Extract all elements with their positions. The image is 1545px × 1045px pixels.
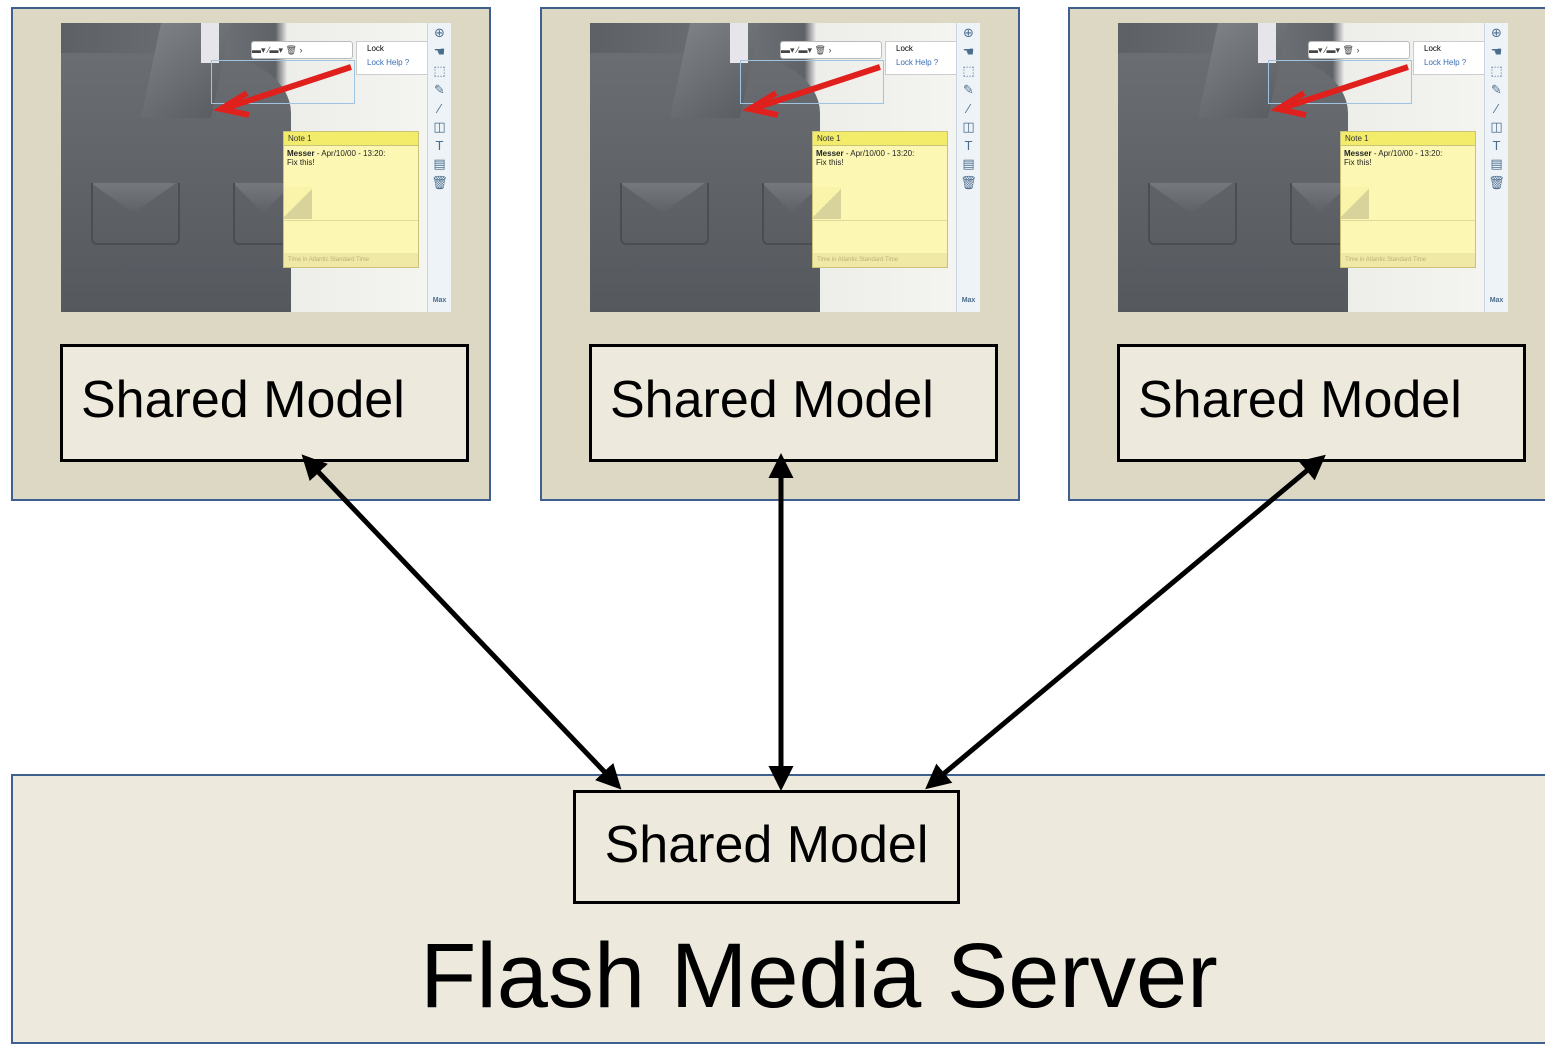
draw-toolbar[interactable]: ▬▾ ⁄▬▾ 🗑 › bbox=[251, 41, 353, 59]
hand-icon[interactable]: ☚ bbox=[962, 44, 975, 59]
client-panel-1: ▬▾ ⁄▬▾ 🗑 › Lock Lock Help ? Note 1 Messe… bbox=[11, 7, 491, 501]
server-panel: Shared Model Flash Media Server bbox=[11, 774, 1545, 1044]
select-icon[interactable]: ⬚ bbox=[433, 63, 446, 78]
zoom-in-icon[interactable]: ⊕ bbox=[434, 25, 445, 40]
zoom-in-icon[interactable]: ⊕ bbox=[1491, 25, 1502, 40]
trash-icon[interactable]: 🗑 bbox=[1488, 175, 1505, 190]
note-title: Note 1 bbox=[1341, 132, 1475, 146]
zoom-in-icon[interactable]: ⊕ bbox=[963, 25, 974, 40]
note-date: - Apr/10/00 - 13:20: bbox=[1373, 149, 1443, 158]
pen-icon[interactable]: ✎ bbox=[963, 82, 974, 97]
whiteboard-screenshot: ▬▾ ⁄▬▾ 🗑 › Lock Lock Help ? Note 1 Messe… bbox=[1118, 23, 1508, 312]
lock-help-item[interactable]: Lock Help ? bbox=[896, 58, 939, 67]
note-icon[interactable]: ▤ bbox=[433, 156, 446, 171]
connector-arrow-3 bbox=[925, 454, 1326, 790]
line-icon[interactable]: ⁄ bbox=[967, 101, 970, 116]
note-author: Messer bbox=[816, 149, 844, 158]
lock-item[interactable]: Lock bbox=[896, 44, 913, 53]
lock-menu[interactable]: Lock Lock Help ? bbox=[885, 41, 957, 75]
note-text: Fix this! bbox=[287, 158, 315, 167]
pen-icon[interactable]: ✎ bbox=[1491, 82, 1502, 97]
note-date: - Apr/10/00 - 13:20: bbox=[316, 149, 386, 158]
server-shared-model: Shared Model bbox=[573, 790, 960, 904]
note-title: Note 1 bbox=[813, 132, 947, 146]
max-button[interactable]: Max bbox=[1489, 297, 1504, 304]
pen-icon[interactable]: ✎ bbox=[434, 82, 445, 97]
lock-item[interactable]: Lock bbox=[367, 44, 384, 53]
select-icon[interactable]: ⬚ bbox=[962, 63, 975, 78]
trash-icon[interactable]: 🗑 bbox=[431, 175, 448, 190]
selection-box bbox=[1268, 60, 1412, 104]
server-title: Flash Media Server bbox=[420, 925, 1218, 1027]
client-panel-3: ▬▾ ⁄▬▾ 🗑 › Lock Lock Help ? Note 1 Messe… bbox=[1068, 7, 1545, 501]
tool-palette: ⊕ ☚ ⬚ ✎ ⁄ ◫ T ▤ 🗑 Max bbox=[1484, 23, 1508, 312]
whiteboard-screenshot: ▬▾ ⁄▬▾ 🗑 › Lock Lock Help ? Note 1 Messe… bbox=[61, 23, 451, 312]
line-icon[interactable]: ⁄ bbox=[438, 101, 441, 116]
note-footer: Time in Atlantic Standard Time bbox=[1341, 253, 1475, 267]
hand-icon[interactable]: ☚ bbox=[433, 44, 446, 59]
tool-palette: ⊕ ☚ ⬚ ✎ ⁄ ◫ T ▤ 🗑 Max bbox=[427, 23, 451, 312]
client-shared-model: Shared Model bbox=[60, 344, 469, 462]
text-icon[interactable]: T bbox=[1492, 138, 1501, 153]
selection-box bbox=[211, 60, 355, 104]
text-icon[interactable]: T bbox=[964, 138, 973, 153]
note-title: Note 1 bbox=[284, 132, 418, 146]
tool-palette: ⊕ ☚ ⬚ ✎ ⁄ ◫ T ▤ 🗑 Max bbox=[956, 23, 980, 312]
sticky-note[interactable]: Note 1 Messer - Apr/10/00 - 13:20: Fix t… bbox=[283, 131, 419, 268]
annotation-arrow bbox=[1270, 64, 1409, 118]
note-footer: Time in Atlantic Standard Time bbox=[284, 253, 418, 267]
selection-box bbox=[740, 60, 884, 104]
note-author: Messer bbox=[287, 149, 315, 158]
sticky-note[interactable]: Note 1 Messer - Apr/10/00 - 13:20: Fix t… bbox=[812, 131, 948, 268]
draw-toolbar[interactable]: ▬▾ ⁄▬▾ 🗑 › bbox=[1308, 41, 1410, 59]
note-text: Fix this! bbox=[816, 158, 844, 167]
max-button[interactable]: Max bbox=[432, 297, 447, 304]
shapes-icon[interactable]: ◫ bbox=[962, 119, 975, 134]
lock-help-item[interactable]: Lock Help ? bbox=[1424, 58, 1467, 67]
note-text: Fix this! bbox=[1344, 158, 1372, 167]
annotation-arrow bbox=[213, 64, 352, 118]
trash-icon[interactable]: 🗑 bbox=[960, 175, 977, 190]
draw-toolbar[interactable]: ▬▾ ⁄▬▾ 🗑 › bbox=[780, 41, 882, 59]
client-panel-2: ▬▾ ⁄▬▾ 🗑 › Lock Lock Help ? Note 1 Messe… bbox=[540, 7, 1020, 501]
note-icon[interactable]: ▤ bbox=[962, 156, 975, 171]
shapes-icon[interactable]: ◫ bbox=[1490, 119, 1503, 134]
lock-help-item[interactable]: Lock Help ? bbox=[367, 58, 410, 67]
lock-menu[interactable]: Lock Lock Help ? bbox=[1413, 41, 1485, 75]
connector-arrow-1 bbox=[301, 454, 622, 790]
note-icon[interactable]: ▤ bbox=[1490, 156, 1503, 171]
note-date: - Apr/10/00 - 13:20: bbox=[845, 149, 915, 158]
lock-item[interactable]: Lock bbox=[1424, 44, 1441, 53]
hand-icon[interactable]: ☚ bbox=[1490, 44, 1503, 59]
max-button[interactable]: Max bbox=[961, 297, 976, 304]
shapes-icon[interactable]: ◫ bbox=[433, 119, 446, 134]
note-author: Messer bbox=[1344, 149, 1372, 158]
annotation-arrow bbox=[742, 64, 881, 118]
select-icon[interactable]: ⬚ bbox=[1490, 63, 1503, 78]
lock-menu[interactable]: Lock Lock Help ? bbox=[356, 41, 428, 75]
line-icon[interactable]: ⁄ bbox=[1495, 101, 1498, 116]
text-icon[interactable]: T bbox=[435, 138, 444, 153]
client-shared-model: Shared Model bbox=[589, 344, 998, 462]
whiteboard-screenshot: ▬▾ ⁄▬▾ 🗑 › Lock Lock Help ? Note 1 Messe… bbox=[590, 23, 980, 312]
sticky-note[interactable]: Note 1 Messer - Apr/10/00 - 13:20: Fix t… bbox=[1340, 131, 1476, 268]
note-footer: Time in Atlantic Standard Time bbox=[813, 253, 947, 267]
